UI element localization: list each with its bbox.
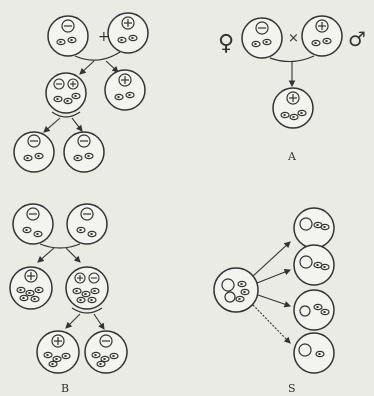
cell — [67, 204, 107, 244]
mating-bracket — [75, 52, 120, 60]
arrow — [258, 295, 290, 306]
arrow — [80, 61, 94, 74]
arrow — [94, 314, 104, 329]
cell — [85, 331, 127, 373]
cell — [64, 132, 104, 172]
panel-b: B — [10, 204, 127, 395]
arrow — [253, 305, 290, 343]
cell — [294, 208, 334, 248]
cell — [13, 204, 53, 244]
arrow — [257, 270, 290, 283]
arrow — [72, 118, 82, 131]
arrow — [253, 242, 290, 276]
panel-b-label: B — [61, 382, 69, 395]
arrow — [66, 314, 80, 328]
panel-a-label: A — [287, 150, 297, 163]
cross-sign: × — [288, 31, 299, 46]
panel-a: ♀ × ♂ A — [218, 16, 366, 163]
cell — [14, 132, 54, 172]
arrow — [66, 248, 80, 262]
arrow — [38, 248, 54, 262]
panel-top-left: + — [14, 13, 148, 172]
mating-bracket — [40, 244, 80, 248]
cell — [46, 73, 86, 113]
panel-s-label: S — [288, 382, 296, 395]
cell — [66, 267, 108, 309]
arrow — [106, 61, 118, 72]
arrow — [44, 118, 60, 132]
cell — [242, 18, 282, 58]
female-symbol: ♀ — [218, 31, 234, 56]
male-symbol: ♂ — [348, 27, 366, 51]
mating-bracket — [270, 56, 314, 62]
cell — [48, 16, 88, 56]
panel-s: S — [214, 208, 334, 395]
cell — [214, 268, 258, 312]
